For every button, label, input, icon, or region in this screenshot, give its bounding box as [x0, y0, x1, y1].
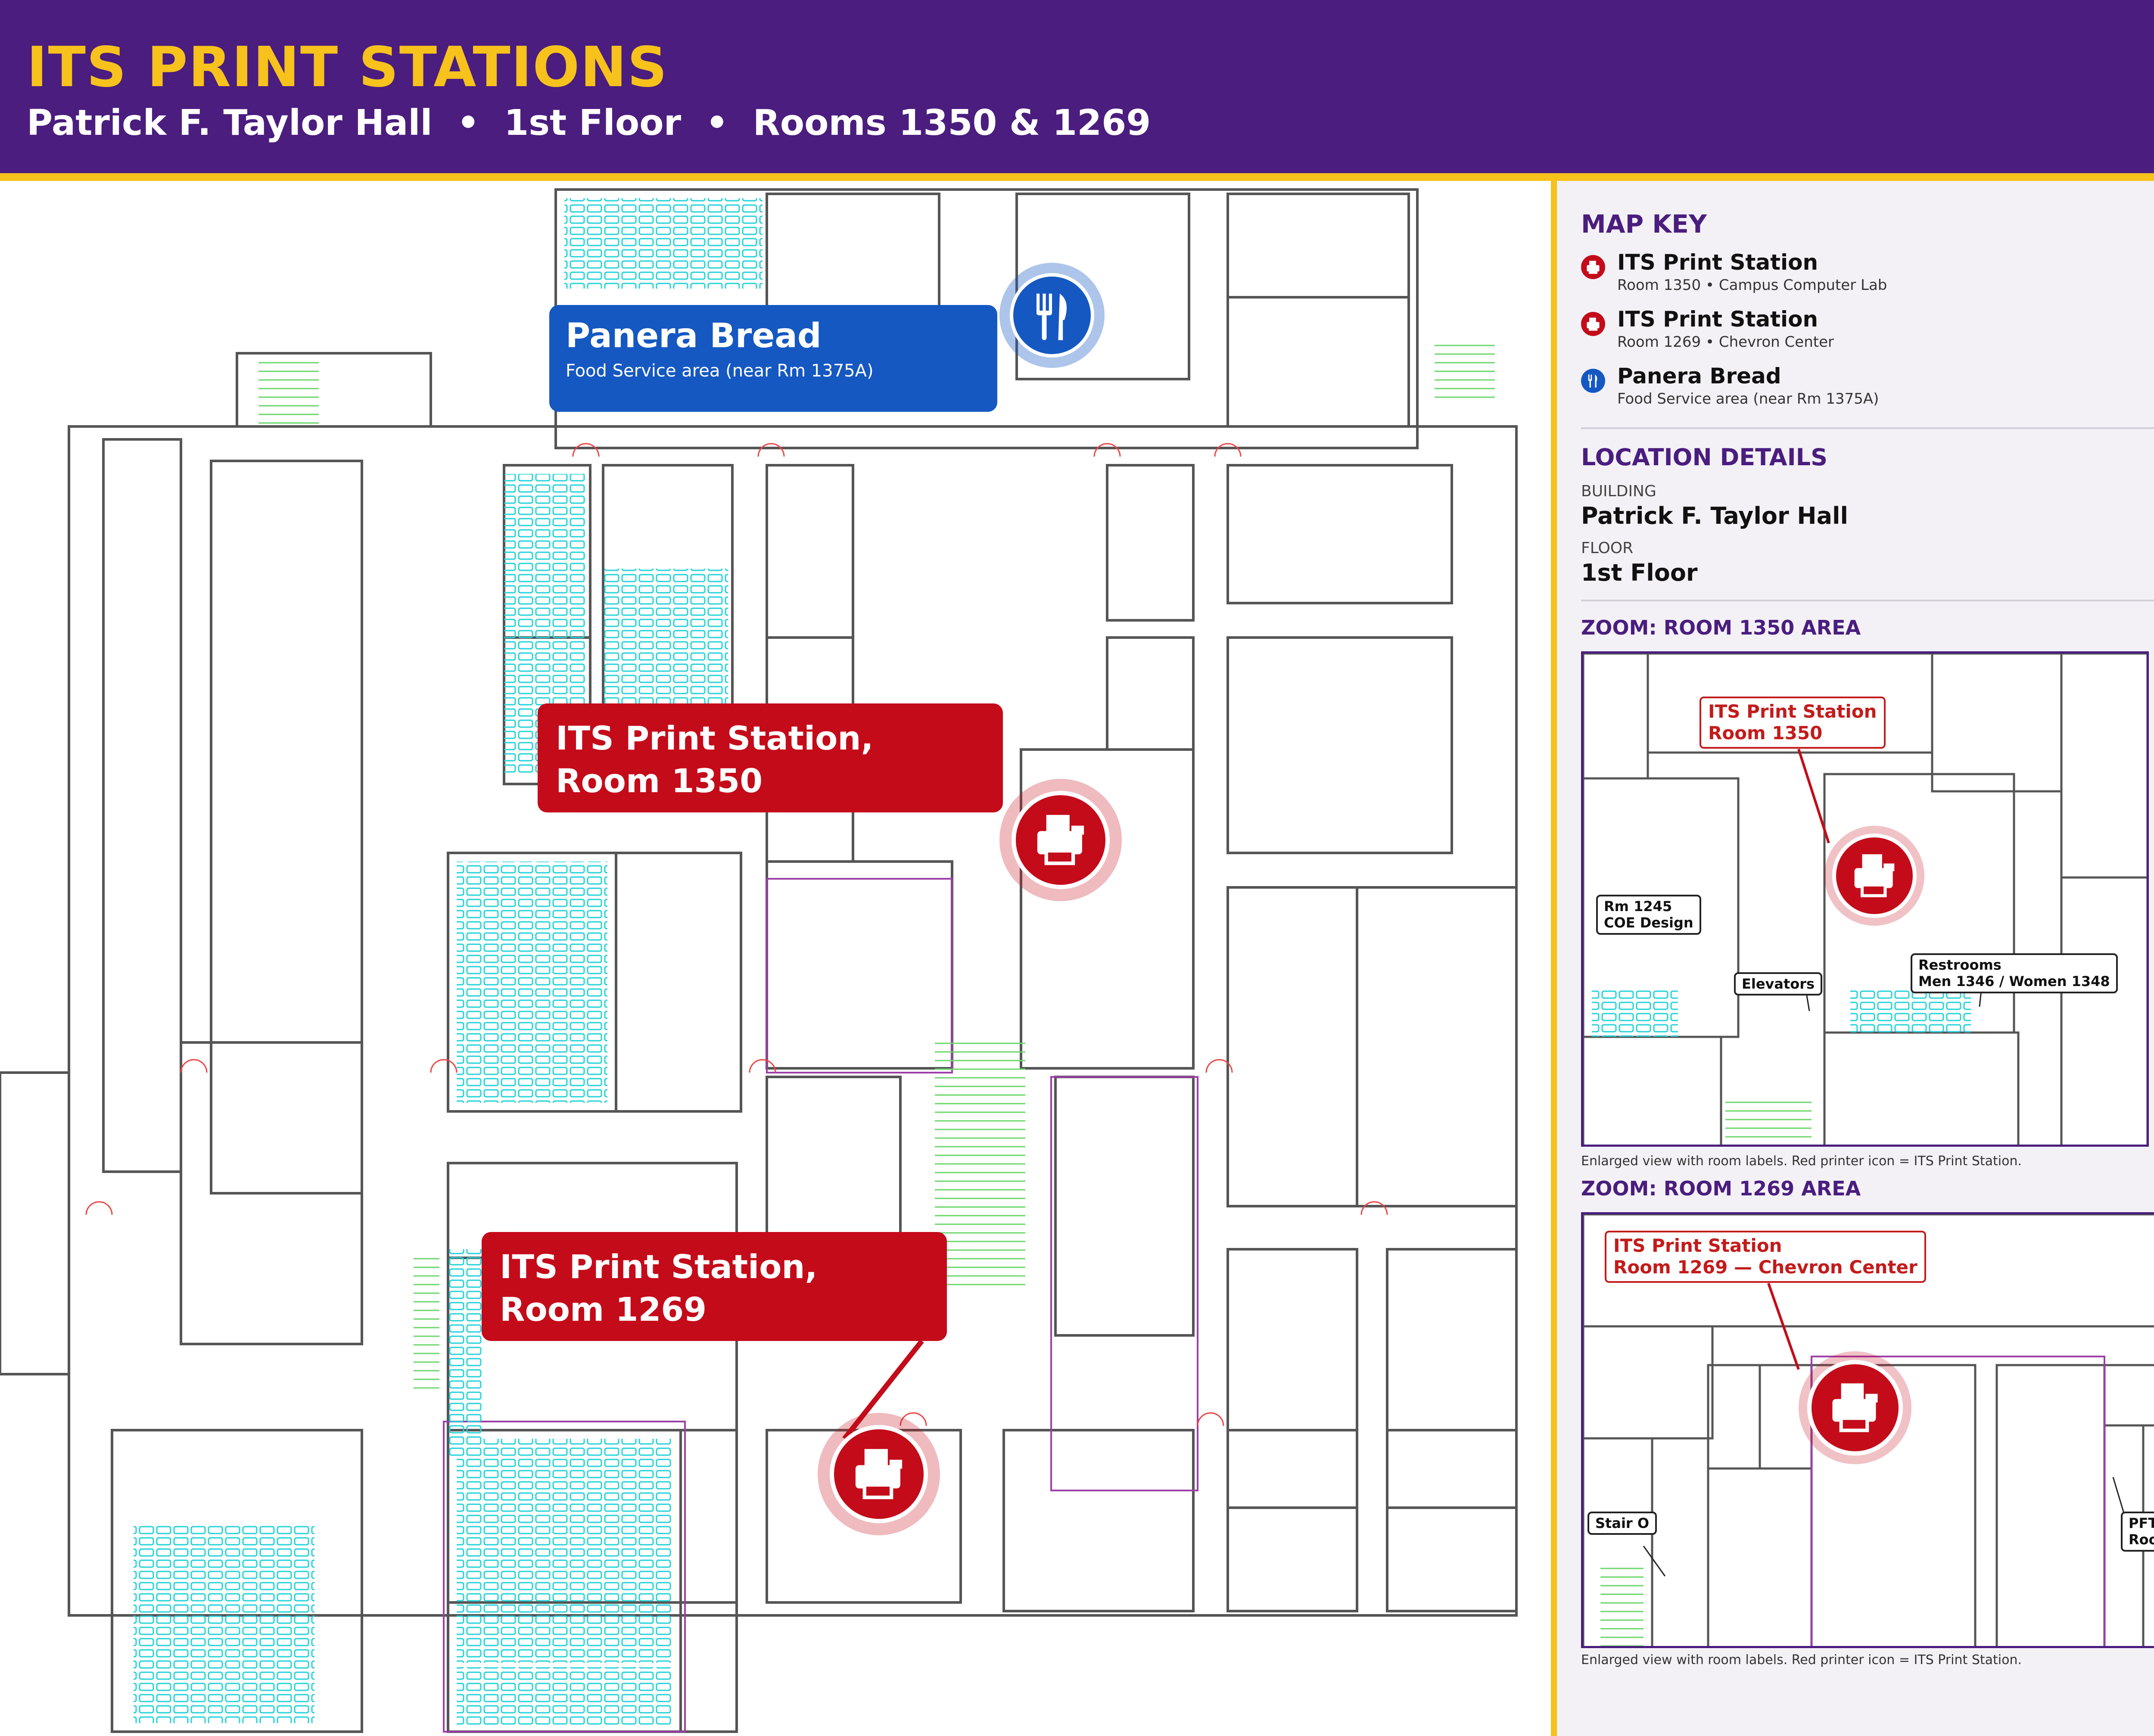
key-item-1-sub: Room 1350 • Campus Computer Lab: [1617, 277, 1887, 294]
zoom-1350-station-line2: Room 1350: [1708, 722, 1823, 744]
panera-callout-subtitle: Food Service area (near Rm 1375A): [566, 361, 874, 381]
zoom-1269-heading: ZOOM: ROOM 1269 AREA: [1581, 1177, 1861, 1200]
building-value: Patrick F. Taylor Hall: [1581, 502, 1849, 529]
panera-map-pin[interactable]: [999, 263, 1105, 368]
print-1350-callout-line2: Room 1350: [556, 761, 763, 800]
zoom-1350-elevators-label: Elevators: [1734, 972, 1823, 996]
zoom-1350-printer-pin[interactable]: [1824, 826, 1924, 926]
zoom-1269-caption: Enlarged view with room labels. Red prin…: [1581, 1652, 2022, 1668]
key-item-3-title: Panera Bread: [1617, 364, 1781, 389]
print-1350-callout[interactable]: ITS Print Station, Room 1350: [538, 703, 1003, 812]
key-print-1350-icon: [1581, 255, 1605, 279]
key-item-1-title: ITS Print Station: [1617, 250, 1818, 275]
zoom-1269-stair-label: Stair O: [1587, 1512, 1657, 1535]
zoom-1269-fablab-label: PFT Fab Lab Room 1300: [2121, 1512, 2154, 1552]
print-1269-map-pin[interactable]: [818, 1413, 940, 1535]
fablab-line1: PFT Fab Lab: [2129, 1515, 2154, 1531]
key-print-1269-icon: [1581, 312, 1605, 336]
key-item-2-sub: Room 1269 • Chevron Center: [1617, 333, 1834, 351]
print-1269-callout-line1: ITS Print Station,: [500, 1248, 818, 1286]
location-heading: LOCATION DETAILS: [1581, 444, 1827, 471]
zoom-1350-caption: Enlarged view with room labels. Red prin…: [1581, 1154, 2022, 1169]
zoom-1269-printer-pin[interactable]: [1799, 1351, 1911, 1464]
zoom-1269-station-line2: Room 1269 — Chevron Center: [1613, 1257, 1917, 1278]
printer-icon: [1832, 1383, 1878, 1432]
zoom-1350-heading: ZOOM: ROOM 1350 AREA: [1581, 616, 1861, 639]
print-1269-callout[interactable]: ITS Print Station, Room 1269: [482, 1232, 947, 1341]
fork-knife-icon: [1037, 293, 1067, 340]
header-banner: ITS PRINT STATIONS Patrick F. Taylor Hal…: [0, 0, 2154, 181]
print-1350-callout-line1: ITS Print Station,: [556, 719, 874, 757]
zoom-1350-station-label: ITS Print Station Room 1350: [1700, 697, 1886, 749]
floor-label: FLOOR: [1581, 539, 1634, 557]
printer-icon: [1854, 854, 1895, 897]
zoom-1269-station-label: ITS Print Station Room 1269 — Chevron Ce…: [1605, 1231, 1926, 1283]
page-title: ITS PRINT STATIONS: [27, 35, 668, 100]
panel-divider: [1551, 181, 1557, 1736]
rm1245-line2: COE Design: [1604, 915, 1693, 931]
map-key-heading: MAP KEY: [1581, 209, 1707, 239]
zoom-1350-station-line1: ITS Print Station: [1708, 701, 1877, 722]
panel-divider-1: [1581, 427, 2154, 429]
zoom-1350-restrooms-label: Restrooms Men 1346 / Women 1348: [1911, 953, 2118, 993]
print-1350-map-pin[interactable]: [999, 779, 1122, 901]
printer-icon: [1037, 815, 1084, 865]
key-item-2-title: ITS Print Station: [1617, 307, 1818, 332]
key-panera-icon: [1581, 369, 1605, 393]
restrooms-line2: Men 1346 / Women 1348: [1918, 973, 2110, 990]
panera-callout[interactable]: Panera Bread Food Service area (near Rm …: [549, 305, 997, 412]
zoom-1269-inset[interactable]: ITS Print Station Room 1269 — Chevron Ce…: [1581, 1212, 2154, 1648]
floor-plan-drawing: [0, 188, 1518, 1733]
zoom-1269-station-line1: ITS Print Station: [1613, 1235, 1782, 1256]
panel-divider-2: [1581, 600, 2154, 601]
rm1245-line1: Rm 1245: [1604, 898, 1672, 915]
page-subtitle: Patrick F. Taylor Hall • 1st Floor • Roo…: [27, 103, 1151, 143]
printer-icon: [855, 1449, 903, 1500]
zoom-1350-rm1245-label: Rm 1245 COE Design: [1596, 895, 1701, 935]
fablab-line2: Room 1300: [2129, 1531, 2154, 1548]
building-label: BUILDING: [1581, 482, 1656, 500]
floor-value: 1st Floor: [1581, 559, 1698, 586]
floor-plan-map[interactable]: Panera Bread Food Service area (near Rm …: [0, 181, 1551, 1736]
key-item-3-sub: Food Service area (near Rm 1375A): [1617, 390, 1879, 408]
print-1269-callout-line2: Room 1269: [500, 1290, 707, 1328]
restrooms-line1: Restrooms: [1918, 957, 2001, 973]
zoom-1350-inset[interactable]: ITS Print Station Room 1350 Rm 1245 COE …: [1581, 651, 2149, 1147]
zoom-1350-floor-plan: [1583, 653, 2147, 1145]
info-panel: MAP KEY ITS Print Station Room 1350 • Ca…: [1557, 181, 2154, 1736]
panera-callout-title: Panera Bread: [566, 317, 822, 355]
